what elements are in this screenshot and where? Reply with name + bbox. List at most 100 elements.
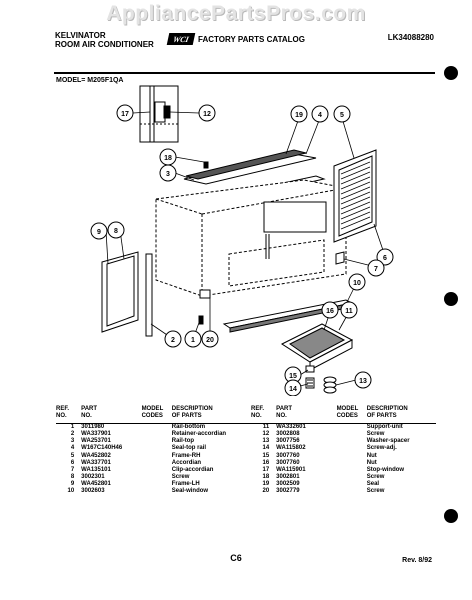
model-code-cell — [142, 438, 172, 445]
hardware-fasteners — [198, 161, 337, 394]
callout-3: 3 — [166, 171, 170, 178]
wci-logo: WCI — [166, 33, 196, 45]
ref-number-cell: 16 — [262, 459, 270, 466]
ref-number-cell: 14 — [262, 445, 270, 452]
ref-number-cell: 1 — [70, 424, 75, 431]
part-number-cell: 3002801 — [276, 473, 300, 480]
callout-circles — [90, 104, 394, 396]
exploded-parts-diagram: 17 12 19 4 5 18 3 9 8 6 7 10 2 1 20 16 1… — [90, 85, 394, 396]
model-code-cell — [337, 474, 367, 481]
callout-1: 1 — [191, 337, 195, 344]
part-number-cell: 3002301 — [81, 473, 105, 480]
part-number-cell: WA115901 — [276, 466, 306, 473]
callout-2: 2 — [171, 337, 175, 344]
part-number-cell: WA115802 — [276, 445, 306, 452]
ref-number-cell: 10 — [67, 488, 75, 495]
callout-4: 4 — [318, 112, 322, 119]
bottom-rail — [222, 299, 354, 333]
description-cell: Rail-bottom — [171, 424, 206, 431]
part-number-cell: 3002509 — [276, 480, 300, 487]
callout-18: 18 — [164, 155, 172, 162]
ref-number-cell: 3 — [70, 438, 75, 445]
window-stop-detail-inset — [139, 85, 179, 143]
watermark: AppliancePartsPros.com — [106, 2, 366, 25]
part-number-cell: 3007760 — [276, 452, 300, 459]
callout-11: 11 — [345, 308, 353, 315]
callout-6: 6 — [383, 255, 387, 262]
description-cell: Clip-accordian — [171, 466, 214, 473]
description-cell: Rail-top — [171, 438, 195, 445]
model-code-cell — [142, 453, 172, 460]
callout-15: 15 — [289, 373, 297, 380]
part-number-cell: W167C140H46 — [81, 445, 123, 452]
description-cell: Frame-LH — [171, 480, 200, 487]
header-description: DESCRIPTION OF PARTS — [366, 406, 436, 425]
ref-number-cell: 7 — [70, 466, 75, 473]
part-number-cell: 3011980 — [81, 424, 105, 431]
cabinet-housing — [155, 179, 347, 299]
callout-12: 12 — [203, 111, 211, 118]
ref-number-cell: 18 — [262, 473, 270, 480]
ref-number-cell: 20 — [262, 488, 270, 495]
part-number-cell: 3007756 — [276, 438, 300, 445]
ref-number-cell: 13 — [262, 438, 270, 445]
callout-10: 10 — [353, 280, 361, 287]
model-number: MODEL= M205F1QA — [56, 77, 124, 84]
model-code-cell — [337, 467, 367, 474]
part-number-cell: WA452802 — [81, 452, 111, 459]
callout-19: 19 — [295, 112, 303, 119]
model-code-cell — [337, 424, 367, 432]
binder-hole — [444, 292, 458, 306]
model-code-cell — [142, 474, 172, 481]
description-cell: Frame-RH — [171, 452, 201, 459]
ref-number-cell: 12 — [262, 431, 270, 438]
description-cell: Seal — [366, 480, 380, 487]
binder-hole — [444, 66, 458, 80]
part-number-cell: WA337901 — [81, 431, 111, 438]
callout-20: 20 — [206, 337, 214, 344]
catalog-title: FACTORY PARTS CATALOG — [198, 34, 305, 44]
description-cell: Nut — [366, 459, 377, 466]
model-code-cell — [337, 431, 367, 438]
description-cell: Nut — [366, 452, 377, 459]
part-number-cell: 3002603 — [81, 488, 105, 495]
model-code-cell — [142, 445, 172, 452]
model-code-cell — [337, 453, 367, 460]
support-bracket — [280, 323, 354, 371]
callout-16: 16 — [326, 308, 334, 315]
header-model-codes: MODEL CODES — [141, 406, 172, 425]
parts-list-table: REF. NO. PART NO. MODEL CODES DESCRIPTIO… — [56, 406, 436, 495]
description-cell: Seal-window — [171, 488, 209, 495]
page-number: C6 — [230, 553, 242, 563]
description-cell: Screw — [171, 473, 190, 480]
model-code-cell — [337, 438, 367, 445]
part-number-cell: 3002779 — [276, 488, 300, 495]
model-code-cell — [142, 467, 172, 474]
header-ref-no: REF. NO. — [56, 406, 82, 425]
header-ref-no: REF. NO. — [251, 406, 277, 425]
right-accordion-frame — [333, 149, 377, 265]
description-cell: Screw — [366, 488, 385, 495]
callout-8: 8 — [114, 228, 118, 235]
ref-number-cell: 17 — [262, 466, 270, 473]
header-catalog-block: WCI FACTORY PARTS CATALOG — [166, 33, 305, 45]
description-cell: Screw — [366, 431, 385, 438]
model-code-cell — [142, 431, 172, 438]
ref-number-cell: 5 — [70, 452, 75, 459]
brand-name: KELVINATOR — [55, 31, 106, 40]
part-number-cell: 3002808 — [276, 431, 300, 438]
header-divider — [54, 72, 435, 74]
callout-17: 17 — [121, 111, 129, 118]
description-cell: Retainer-accordian — [171, 431, 227, 438]
description-cell: Screw-adj. — [366, 445, 397, 452]
description-cell: Seal-top rail — [171, 445, 207, 452]
description-cell: Washer-spacer — [366, 438, 410, 445]
part-number-cell: WA337701 — [81, 459, 111, 466]
revision-date: Rev. 8/92 — [402, 557, 432, 564]
